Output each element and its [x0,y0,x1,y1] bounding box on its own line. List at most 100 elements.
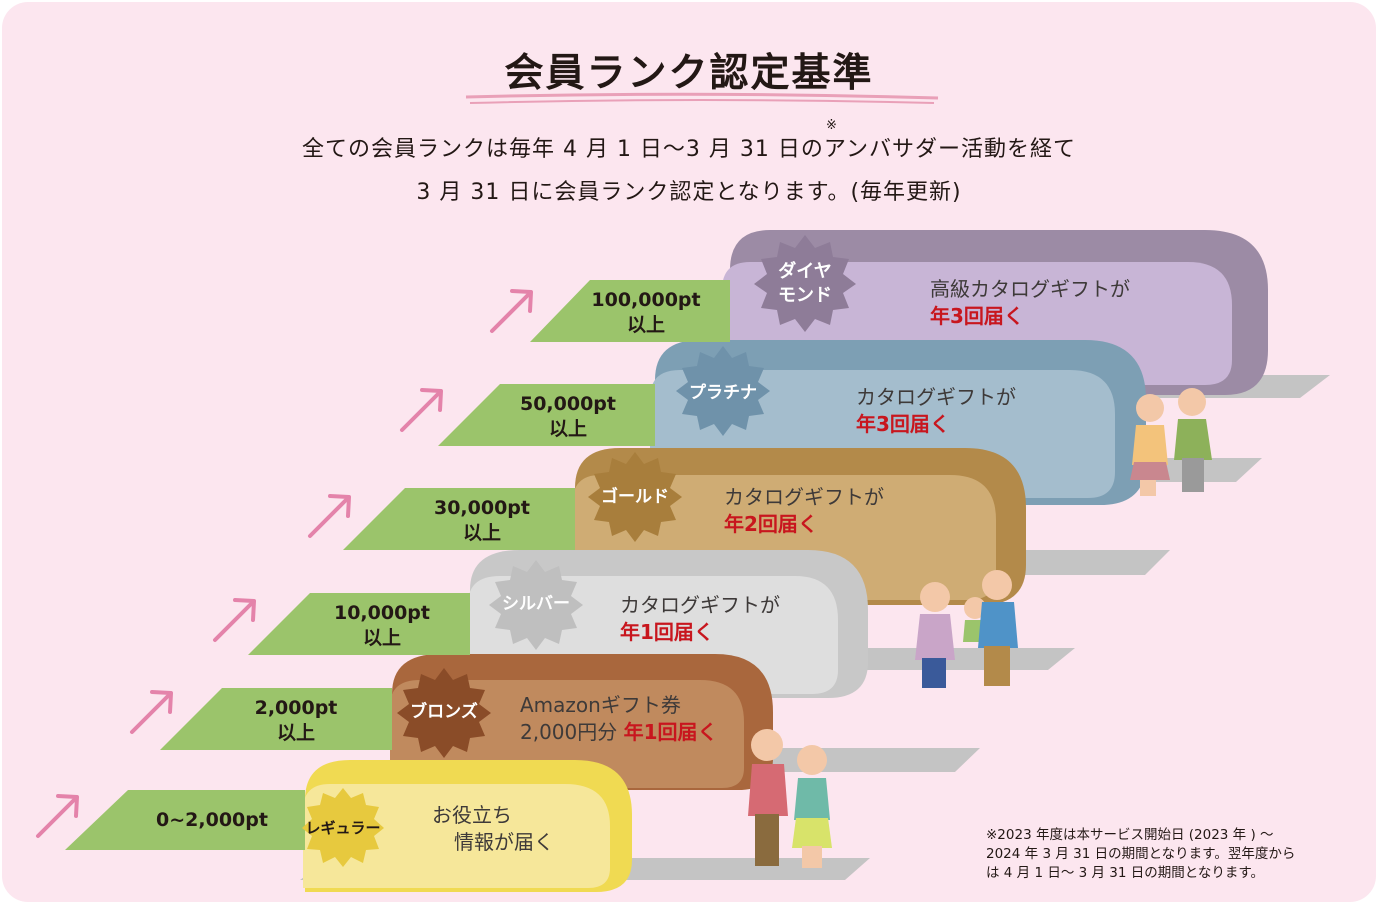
benefit-text: 情報が届く [454,830,554,854]
tab-silver [248,593,470,655]
range-value: 50,000pt [519,393,616,415]
people-young-couple [748,729,832,868]
range-value: 30,000pt [433,497,530,519]
arrows [36,289,533,838]
badge-shapes [302,235,856,867]
person-skirt [1130,462,1170,480]
person-body [748,764,788,816]
footnote-line-2: 2024 年 3 月 31 日の期間となります。翌年度から [986,846,1296,862]
benefit-text: お役立ち [432,803,512,827]
badge-diamond-line-2: モンド [778,285,832,306]
person-body [1174,419,1212,460]
range-label-regular: 0~2,000pt [112,808,312,833]
block-regular [303,760,632,892]
badge-silver-shape [489,560,583,650]
title-underline-2 [469,99,935,104]
footnote-line-3: は 4 月 1 日〜 3 月 31 日の期間となります。 [986,865,1265,881]
benefit-text: Amazonギフト券 [520,693,681,717]
footnote-line-1: ※2023 年度は本サービス開始日 (2023 年 ) 〜 [986,827,1274,843]
person-head [1136,394,1164,422]
benefit-platinum: カタログギフトが 年3回届く [856,384,1016,438]
person-body [1132,425,1168,465]
benefit-text: カタログギフトが [620,593,780,617]
title-underline [465,92,939,100]
arrow-icon [400,388,443,432]
people-family [915,570,1018,688]
badge-diamond-shape [754,235,856,332]
range-suffix: 以上 [362,627,401,649]
arrow-icon [213,598,256,642]
range-label-bronze: 2,000pt 以上 [196,696,396,746]
block-regular-front [303,784,610,888]
range-value: 0~2,000pt [156,809,268,831]
benefit-highlight: 年1回届く [620,620,714,644]
badge-diamond-line-1: ダイヤ [778,261,832,282]
footnote: ※2023 年度は本サービス開始日 (2023 年 ) 〜 2024 年 3 月… [986,826,1366,883]
person-legs [802,846,822,868]
badge-diamond: ダイヤ モンド [740,260,870,308]
range-label-silver: 10,000pt 以上 [282,601,482,651]
tab-platinum [438,384,655,446]
badge-platinum-shape [676,346,770,436]
range-label-platinum: 50,000pt 以上 [468,392,668,442]
person-head [1178,388,1206,416]
range-suffix: 以上 [276,722,315,744]
range-suffix: 以上 [462,522,501,544]
description-line-1: 全ての会員ランクは毎年 4 月 1 日〜3 月 31 日のアンバサダー活動を経て [301,137,1077,162]
benefit-text: 2,000円分 [520,720,618,744]
badge-gold: ゴールド [601,487,669,507]
person-head [964,597,986,619]
benefit-highlight: 年2回届く [724,512,818,536]
range-value: 10,000pt [333,602,430,624]
benefit-text: 高級カタログギフトが [930,277,1130,301]
person-legs [922,658,946,688]
tab-regular [65,790,305,850]
person-head [751,729,783,761]
person-legs [984,646,1010,686]
person-head [797,745,827,775]
benefit-highlight: 年1回届く [623,720,718,744]
person-head [982,570,1012,600]
range-value: 2,000pt [254,697,338,719]
person-legs [1140,480,1156,496]
benefit-text: カタログギフトが [856,385,1016,409]
range-value: 100,000pt [591,289,701,311]
person-skirt [792,818,832,848]
description-line-2: 3 月 31 日に会員ランク認定となります。(毎年更新) [416,180,962,205]
person-body [794,778,830,820]
benefit-diamond: 高級カタログギフトが 年3回届く [930,276,1130,330]
people-elderly-couple [1130,388,1212,496]
benefit-bronze: Amazonギフト券 2,000円分 年1回届く [520,692,718,746]
person-head [920,582,950,612]
badge-silver: シルバー [502,594,570,614]
page-title: 会員ランク認定基準 [504,51,874,96]
arrow-icon [36,794,79,838]
benefit-highlight: 年3回届く [856,412,950,436]
badge-gold-shape [588,452,682,542]
tab-bronze [160,688,392,750]
range-suffix: 以上 [626,314,665,336]
benefit-gold: カタログギフトが 年2回届く [724,484,884,538]
tab-gold [343,488,575,550]
badge-bronze-shape [397,668,491,758]
arrow-icon [490,289,533,333]
range-label-gold: 30,000pt 以上 [382,496,582,546]
tab-diamond [530,280,730,342]
benefit-regular: お役立ち 情報が届く [432,802,554,856]
person-legs [1182,458,1204,492]
benefit-text: カタログギフトが [724,485,884,509]
badge-regular: レギュラー [305,819,381,837]
person-body [915,614,955,660]
description-mark: ※ [826,118,837,133]
range-tabs [65,280,730,850]
range-suffix: 以上 [548,418,587,440]
badge-regular-shape [302,788,384,867]
badge-bronze: ブロンズ [410,702,478,722]
person-body [978,602,1018,648]
benefit-highlight: 年3回届く [930,304,1024,328]
arrow-icon [130,690,173,734]
range-label-diamond: 100,000pt 以上 [546,288,746,338]
benefit-text-row: 2,000円分 年1回届く [520,719,718,746]
